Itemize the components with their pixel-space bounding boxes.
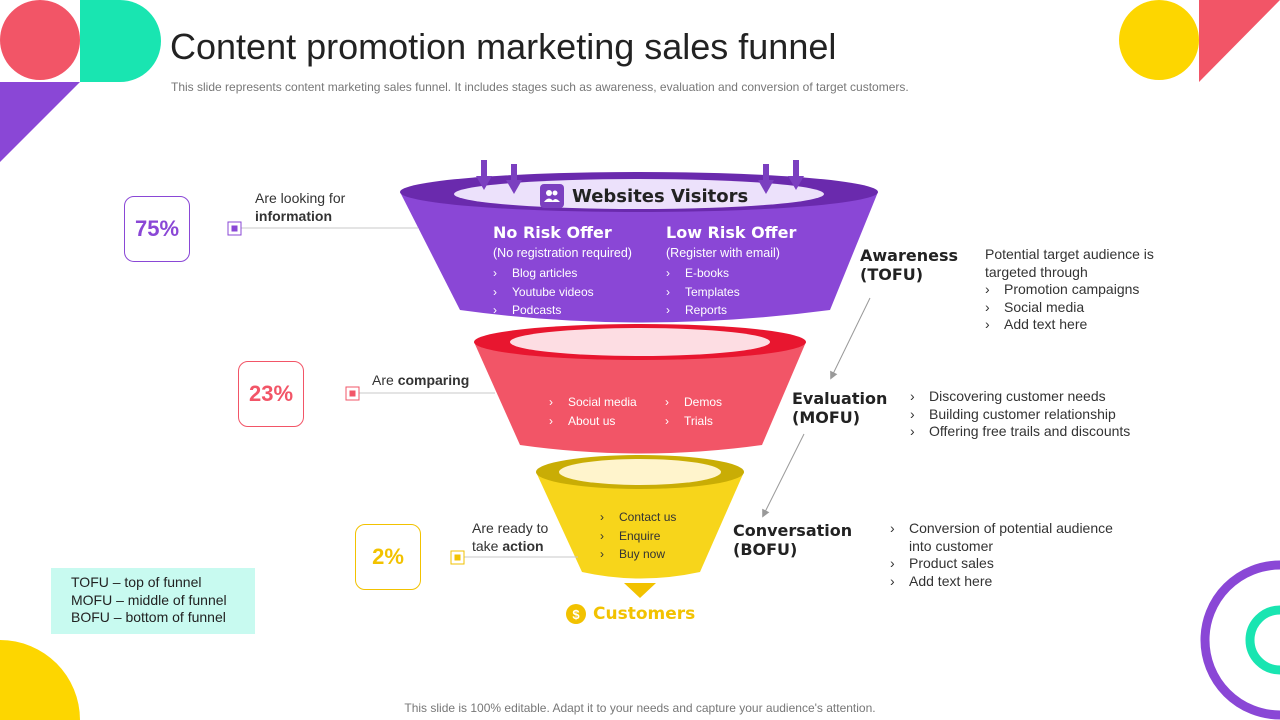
page-title: Content promotion marketing sales funnel (170, 26, 837, 67)
list-item: Blog articles (493, 264, 632, 283)
purple-ring-shape (1200, 560, 1280, 720)
mofu-right-column: Demos Trials (665, 393, 722, 430)
customers-text: Customers (593, 604, 696, 624)
bofu-label-bold: action (502, 538, 544, 554)
list-item: Reports (666, 301, 796, 320)
stage-conversation-title: Conversation (733, 521, 853, 540)
dollar-coin-icon: $ (566, 604, 586, 624)
bofu-column: Contact us Enquire Buy now (600, 508, 676, 564)
list-item: About us (549, 412, 637, 431)
stage-awareness: Awareness (TOFU) (860, 246, 958, 284)
bofu-funnel-opening (559, 459, 721, 485)
stage-conversation: Conversation (BOFU) (733, 521, 852, 559)
customers-label: $ Customers (566, 604, 695, 624)
yellow-quarter-circle-shape (0, 640, 80, 720)
red-circle-shape (0, 0, 80, 80)
bofu-description: Conversion of potential audience into cu… (890, 520, 1113, 590)
stage-conversation-abbr: (BOFU) (733, 540, 798, 559)
tofu-right-column: Low Risk Offer (Register with email) E-b… (666, 223, 796, 320)
tofu-left-label: Are looking for information (255, 189, 345, 225)
flow-arrow-awareness-to-evaluation (830, 297, 871, 380)
low-risk-offer-heading: Low Risk Offer (666, 223, 797, 242)
mofu-left-label: Are comparing (372, 371, 469, 389)
tofu-description: Potential target audience is targeted th… (985, 246, 1154, 334)
purple-triangle-shape (0, 82, 80, 162)
list-item: Contact us (600, 508, 676, 527)
no-risk-offer-heading: No Risk Offer (493, 223, 612, 242)
websites-visitors-text: Websites Visitors (572, 185, 749, 207)
list-item: Trials (665, 412, 722, 431)
page-subtitle: This slide represents content marketing … (171, 80, 909, 94)
list-item: Add text here (985, 316, 1154, 334)
bofu-desc-item1-line2: into customer (909, 537, 994, 554)
mofu-percent-badge: 23% (238, 361, 304, 427)
stage-awareness-title: Awareness (860, 246, 958, 265)
yellow-circle-shape (1119, 0, 1199, 80)
users-icon (540, 184, 564, 208)
list-item: Templates (666, 283, 796, 302)
stage-evaluation: Evaluation (MOFU) (792, 389, 887, 427)
bofu-left-label: Are ready to take action (472, 519, 548, 555)
flow-arrow-evaluation-to-conversion (762, 433, 805, 518)
tofu-label-bold: information (255, 208, 332, 224)
funnel-output-arrow (624, 583, 656, 598)
tofu-left-column: No Risk Offer (No registration required)… (493, 223, 632, 320)
footer-note: This slide is 100% editable. Adapt it to… (404, 701, 876, 715)
stage-awareness-abbr: (TOFU) (860, 265, 924, 284)
list-item: Social media (549, 393, 637, 412)
bofu-percent-badge: 2% (355, 524, 421, 590)
tofu-desc-intro-2: targeted through (985, 263, 1088, 280)
list-item: Youtube videos (493, 283, 632, 302)
tofu-label-line1: Are looking for (255, 190, 346, 206)
mofu-left-column: Social media About us (549, 393, 637, 430)
tofu-desc-intro-1: Potential target audience is (985, 246, 1154, 262)
legend-item-tofu: TOFU – top of funnel (71, 574, 202, 590)
legend-box: TOFU – top of funnel MOFU – middle of fu… (51, 568, 255, 634)
mofu-label-plain: Are (372, 372, 394, 388)
bofu-desc-item1-line1: Conversion of potential audience (909, 520, 1113, 536)
teal-half-circle-shape (80, 0, 161, 82)
mofu-description: Discovering customer needs Building cust… (910, 388, 1130, 441)
low-risk-offer-sub: (Register with email) (666, 246, 780, 260)
connector-lines (241, 227, 578, 558)
bofu-label-plain: take (472, 538, 499, 554)
list-item: E-books (666, 264, 796, 283)
list-item: Conversion of potential audience into cu… (890, 520, 1113, 555)
legend-item-bofu: BOFU – bottom of funnel (71, 609, 226, 625)
mofu-label-bold: comparing (397, 372, 470, 388)
no-risk-offer-sub: (No registration required) (493, 246, 632, 260)
stage-evaluation-abbr: (MOFU) (792, 408, 861, 427)
teal-ring-shape (1245, 605, 1280, 675)
list-item: Promotion campaigns (985, 281, 1154, 299)
list-item: Offering free trails and discounts (910, 423, 1130, 441)
list-item: Social media (985, 299, 1154, 317)
list-item: Discovering customer needs (910, 388, 1130, 406)
list-item: Building customer relationship (910, 406, 1130, 424)
list-item: Enquire (600, 527, 676, 546)
legend-item-mofu: MOFU – middle of funnel (71, 591, 227, 608)
mofu-funnel-opening (510, 328, 770, 356)
incoming-arrows (476, 160, 804, 194)
connector-markers (227, 221, 465, 565)
list-item: Podcasts (493, 301, 632, 320)
stage-evaluation-title: Evaluation (792, 389, 888, 408)
list-item: Buy now (600, 545, 676, 564)
red-triangle-shape (1199, 0, 1280, 82)
list-item: Product sales (890, 555, 1113, 573)
list-item: Demos (665, 393, 722, 412)
bofu-label-line1: Are ready to (472, 520, 549, 536)
websites-visitors-label: Websites Visitors (540, 182, 748, 210)
list-item: Add text here (890, 573, 1113, 591)
tofu-percent-badge: 75% (124, 196, 190, 262)
